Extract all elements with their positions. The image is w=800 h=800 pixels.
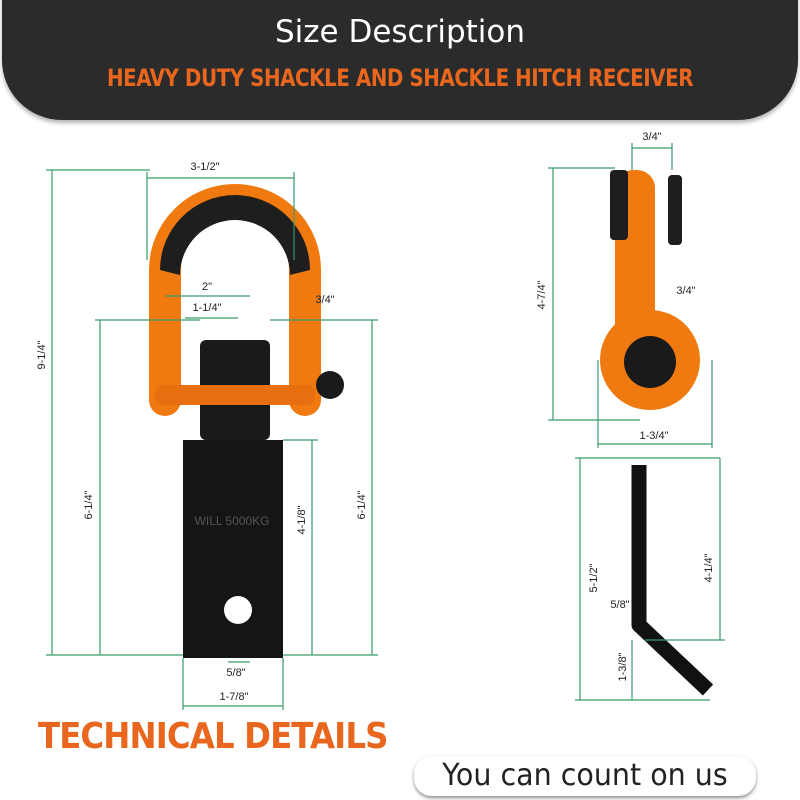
dim-pin-straight: 4-1/4" [703,553,715,582]
hitch-pin [631,465,714,696]
dim-shackle-thickness: 3/4" [315,294,334,306]
page-subtitle: HEAVY DUTY SHACKLE AND SHACKLE HITCH REC… [106,64,694,92]
dim-hole-diameter: 5/8" [226,667,245,679]
d-ring-shackle [149,184,344,416]
dim-side-height: 4-7/4" [536,280,548,309]
slogan-badge: You can count on us [414,756,756,796]
dim-pin-bend: 1-3/8" [617,652,629,681]
dim-side-width: 3/4" [642,131,661,143]
dim-receiver-width: 1-7/8" [220,691,249,703]
dimension-lines [46,143,725,710]
dim-pin-gap: 1-1/4" [193,302,222,314]
dim-side-base: 1-3/4" [640,430,669,442]
dim-receiver-height-left: 6-1/4" [83,490,95,519]
dim-hole-to-end: 4-1/8" [296,505,308,534]
shackle-side-view [600,170,700,410]
page-title: Size Description [274,14,526,50]
dim-shackle-inner: 2" [202,281,212,293]
dim-pin-diameter: 5/8" [610,599,629,611]
dim-shackle-width: 3-1/2" [191,161,220,173]
svg-text:WILL 5000KG: WILL 5000KG [195,514,270,528]
dim-pin-height: 5-1/2" [588,563,600,592]
header-banner [2,0,798,120]
technical-details-heading: TECHNICAL DETAILS [38,716,388,757]
dim-total-height: 9-1/4" [36,340,48,369]
dim-receiver-height-right: 6-1/4" [356,490,368,519]
hitch-receiver: WILL 5000KG [183,340,283,658]
dim-side-thickness: 3/4" [676,285,695,297]
